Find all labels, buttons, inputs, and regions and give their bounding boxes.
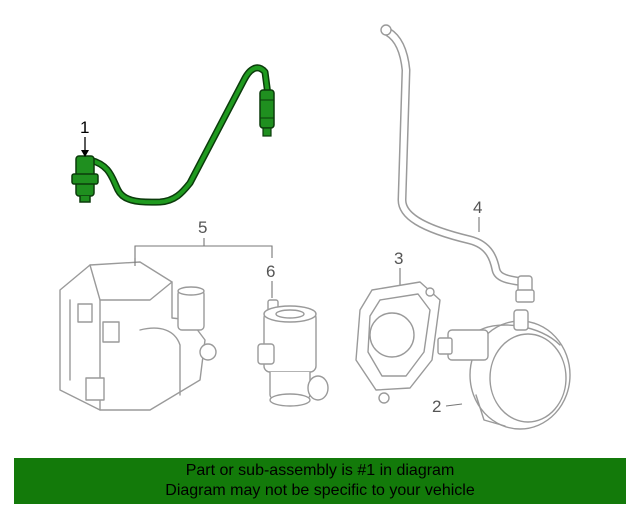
vent-tube-part-4: [380, 24, 535, 303]
info-banner: Part or sub-assembly is #1 in diagram Di…: [14, 458, 626, 504]
callout-4: 4: [473, 198, 482, 217]
callout-2: 2: [432, 397, 441, 416]
parts-diagram: 1 4 5 6 3: [59, 24, 571, 430]
oxygen-sensor-part-1[interactable]: [71, 64, 275, 206]
callout-3: 3: [394, 249, 403, 268]
banner-line-2: Diagram may not be specific to your vehi…: [165, 482, 475, 499]
air-pump-part-2: [437, 309, 571, 430]
callout-1: 1: [80, 118, 89, 137]
callout-5: 5: [198, 218, 207, 237]
valve-part-6: [257, 299, 329, 407]
gasket-plate-part-3: [355, 281, 441, 404]
callout-6: 6: [266, 262, 275, 281]
banner-line-1: Part or sub-assembly is #1 in diagram: [185, 462, 455, 479]
canister-part-5: [59, 261, 217, 411]
